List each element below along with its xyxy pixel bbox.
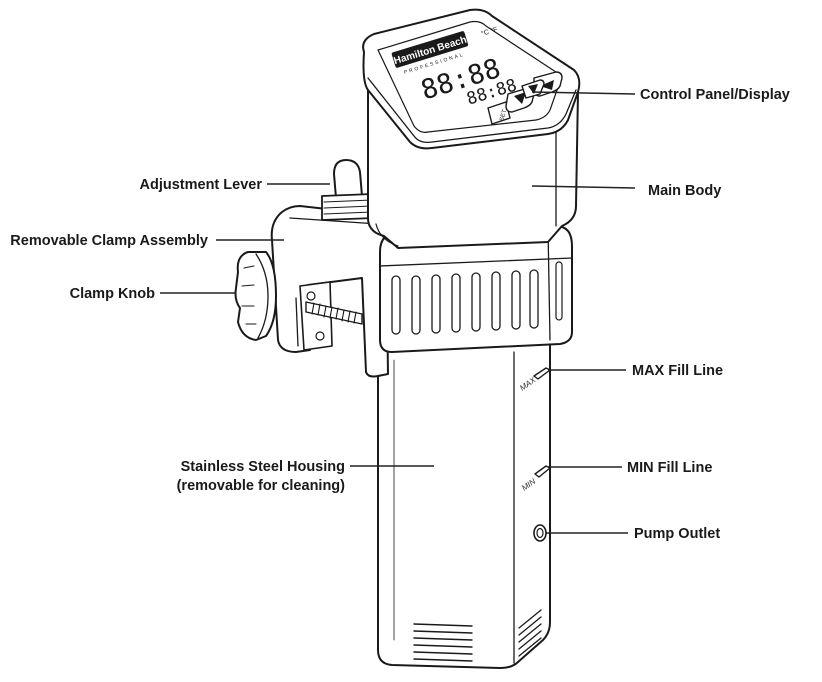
set-button[interactable]: SET <box>487 101 511 125</box>
side-vent-slots <box>518 609 542 657</box>
leader-lines <box>160 91 636 534</box>
leader-main-body <box>531 185 636 189</box>
label-max-fill: MAX Fill Line <box>632 363 723 379</box>
callout-labels: Control Panel/Display Main Body Adjustme… <box>10 87 790 542</box>
grip-collar <box>379 225 573 353</box>
middle-button[interactable] <box>521 79 545 99</box>
label-min-fill: MIN Fill Line <box>627 460 712 476</box>
label-removable-clamp: Removable Clamp Assembly <box>10 233 208 249</box>
label-main-body: Main Body <box>648 183 721 199</box>
label-clamp-knob: Clamp Knob <box>70 286 156 302</box>
label-control-panel: Control Panel/Display <box>640 87 790 103</box>
label-adjustment-lever: Adjustment Lever <box>140 177 263 193</box>
sous-vide-device: MAX MIN <box>234 8 581 669</box>
down-arrow-icon <box>514 92 526 104</box>
clamp-assembly <box>270 205 389 378</box>
clamp-knob <box>234 251 277 341</box>
stainless-housing <box>377 339 551 669</box>
up-arrow-icon <box>540 80 554 90</box>
leader-control-panel <box>531 91 636 95</box>
pump-outlet <box>533 524 547 542</box>
front-vent-slots <box>413 623 473 662</box>
clamp-screw <box>305 301 363 325</box>
control-panel: Hamilton Beach PROFESSIONAL °C °F 88:88 … <box>362 8 581 150</box>
triangle-icon <box>528 84 538 94</box>
label-pump-outlet: Pump Outlet <box>634 526 720 542</box>
label-stainless-housing-line2: (removable for cleaning) <box>177 478 346 494</box>
set-button-label: SET <box>499 109 508 122</box>
label-stainless-housing-line1: Stainless Steel Housing <box>181 459 345 475</box>
adjustment-lever <box>321 159 375 221</box>
